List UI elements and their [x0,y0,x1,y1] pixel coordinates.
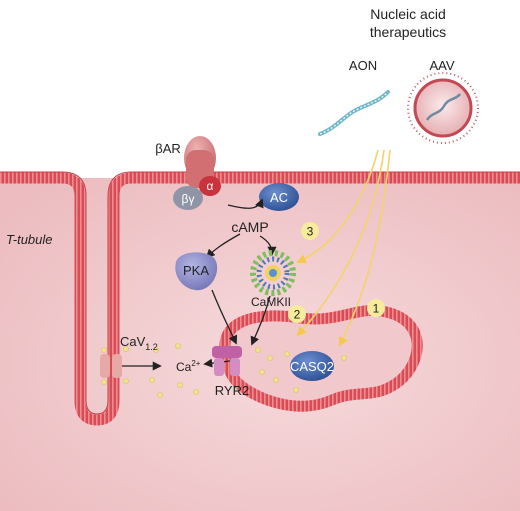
sarcolemma-membrane [0,172,520,426]
aav-label: AAV [429,58,454,73]
route-badge-1: 1 [367,299,385,317]
svg-text:AC: AC [270,190,288,205]
delivery-arrows [296,149,391,347]
svg-text:3: 3 [307,225,314,239]
svg-text:PKA: PKA [183,263,209,278]
svg-text:1: 1 [373,302,380,316]
aon-label: AON [349,58,377,73]
svg-text:2: 2 [294,308,301,322]
pka-kinase: PKA [175,252,218,291]
g-protein-beta-gamma: βγ [173,186,203,210]
camp-label: cAMP [231,219,268,235]
cav12-channel [100,354,122,378]
t-tubule-label: T-tubule [6,232,53,247]
camkii-label: CaMKII [251,295,291,309]
ryr2-label: RYR2 [215,383,249,398]
signaling-arrows [116,198,277,371]
membrane-outline [0,171,520,415]
casq2-protein: CASQ2 [290,351,334,381]
ryr2-receptor [212,346,242,376]
g-protein-alpha: α [199,176,221,196]
aav-capsid [407,72,479,144]
svg-text:CASQ2: CASQ2 [290,359,334,374]
title-line-2: therapeutics [370,24,446,40]
svg-text:βγ: βγ [182,192,195,206]
aon-strand [318,90,390,136]
adenylyl-cyclase: AC [259,183,299,211]
title-line-1: Nucleic acid [370,6,445,22]
cav-label: CaV1.2 [120,334,158,352]
route-badge-3: 3 [301,222,319,240]
calcium-label: Ca2+ [176,359,201,374]
beta-ar-label: βAR [155,141,181,156]
svg-text:α: α [207,179,214,193]
route-badge-2: 2 [288,305,306,323]
camkii-holoenzyme [250,250,296,296]
